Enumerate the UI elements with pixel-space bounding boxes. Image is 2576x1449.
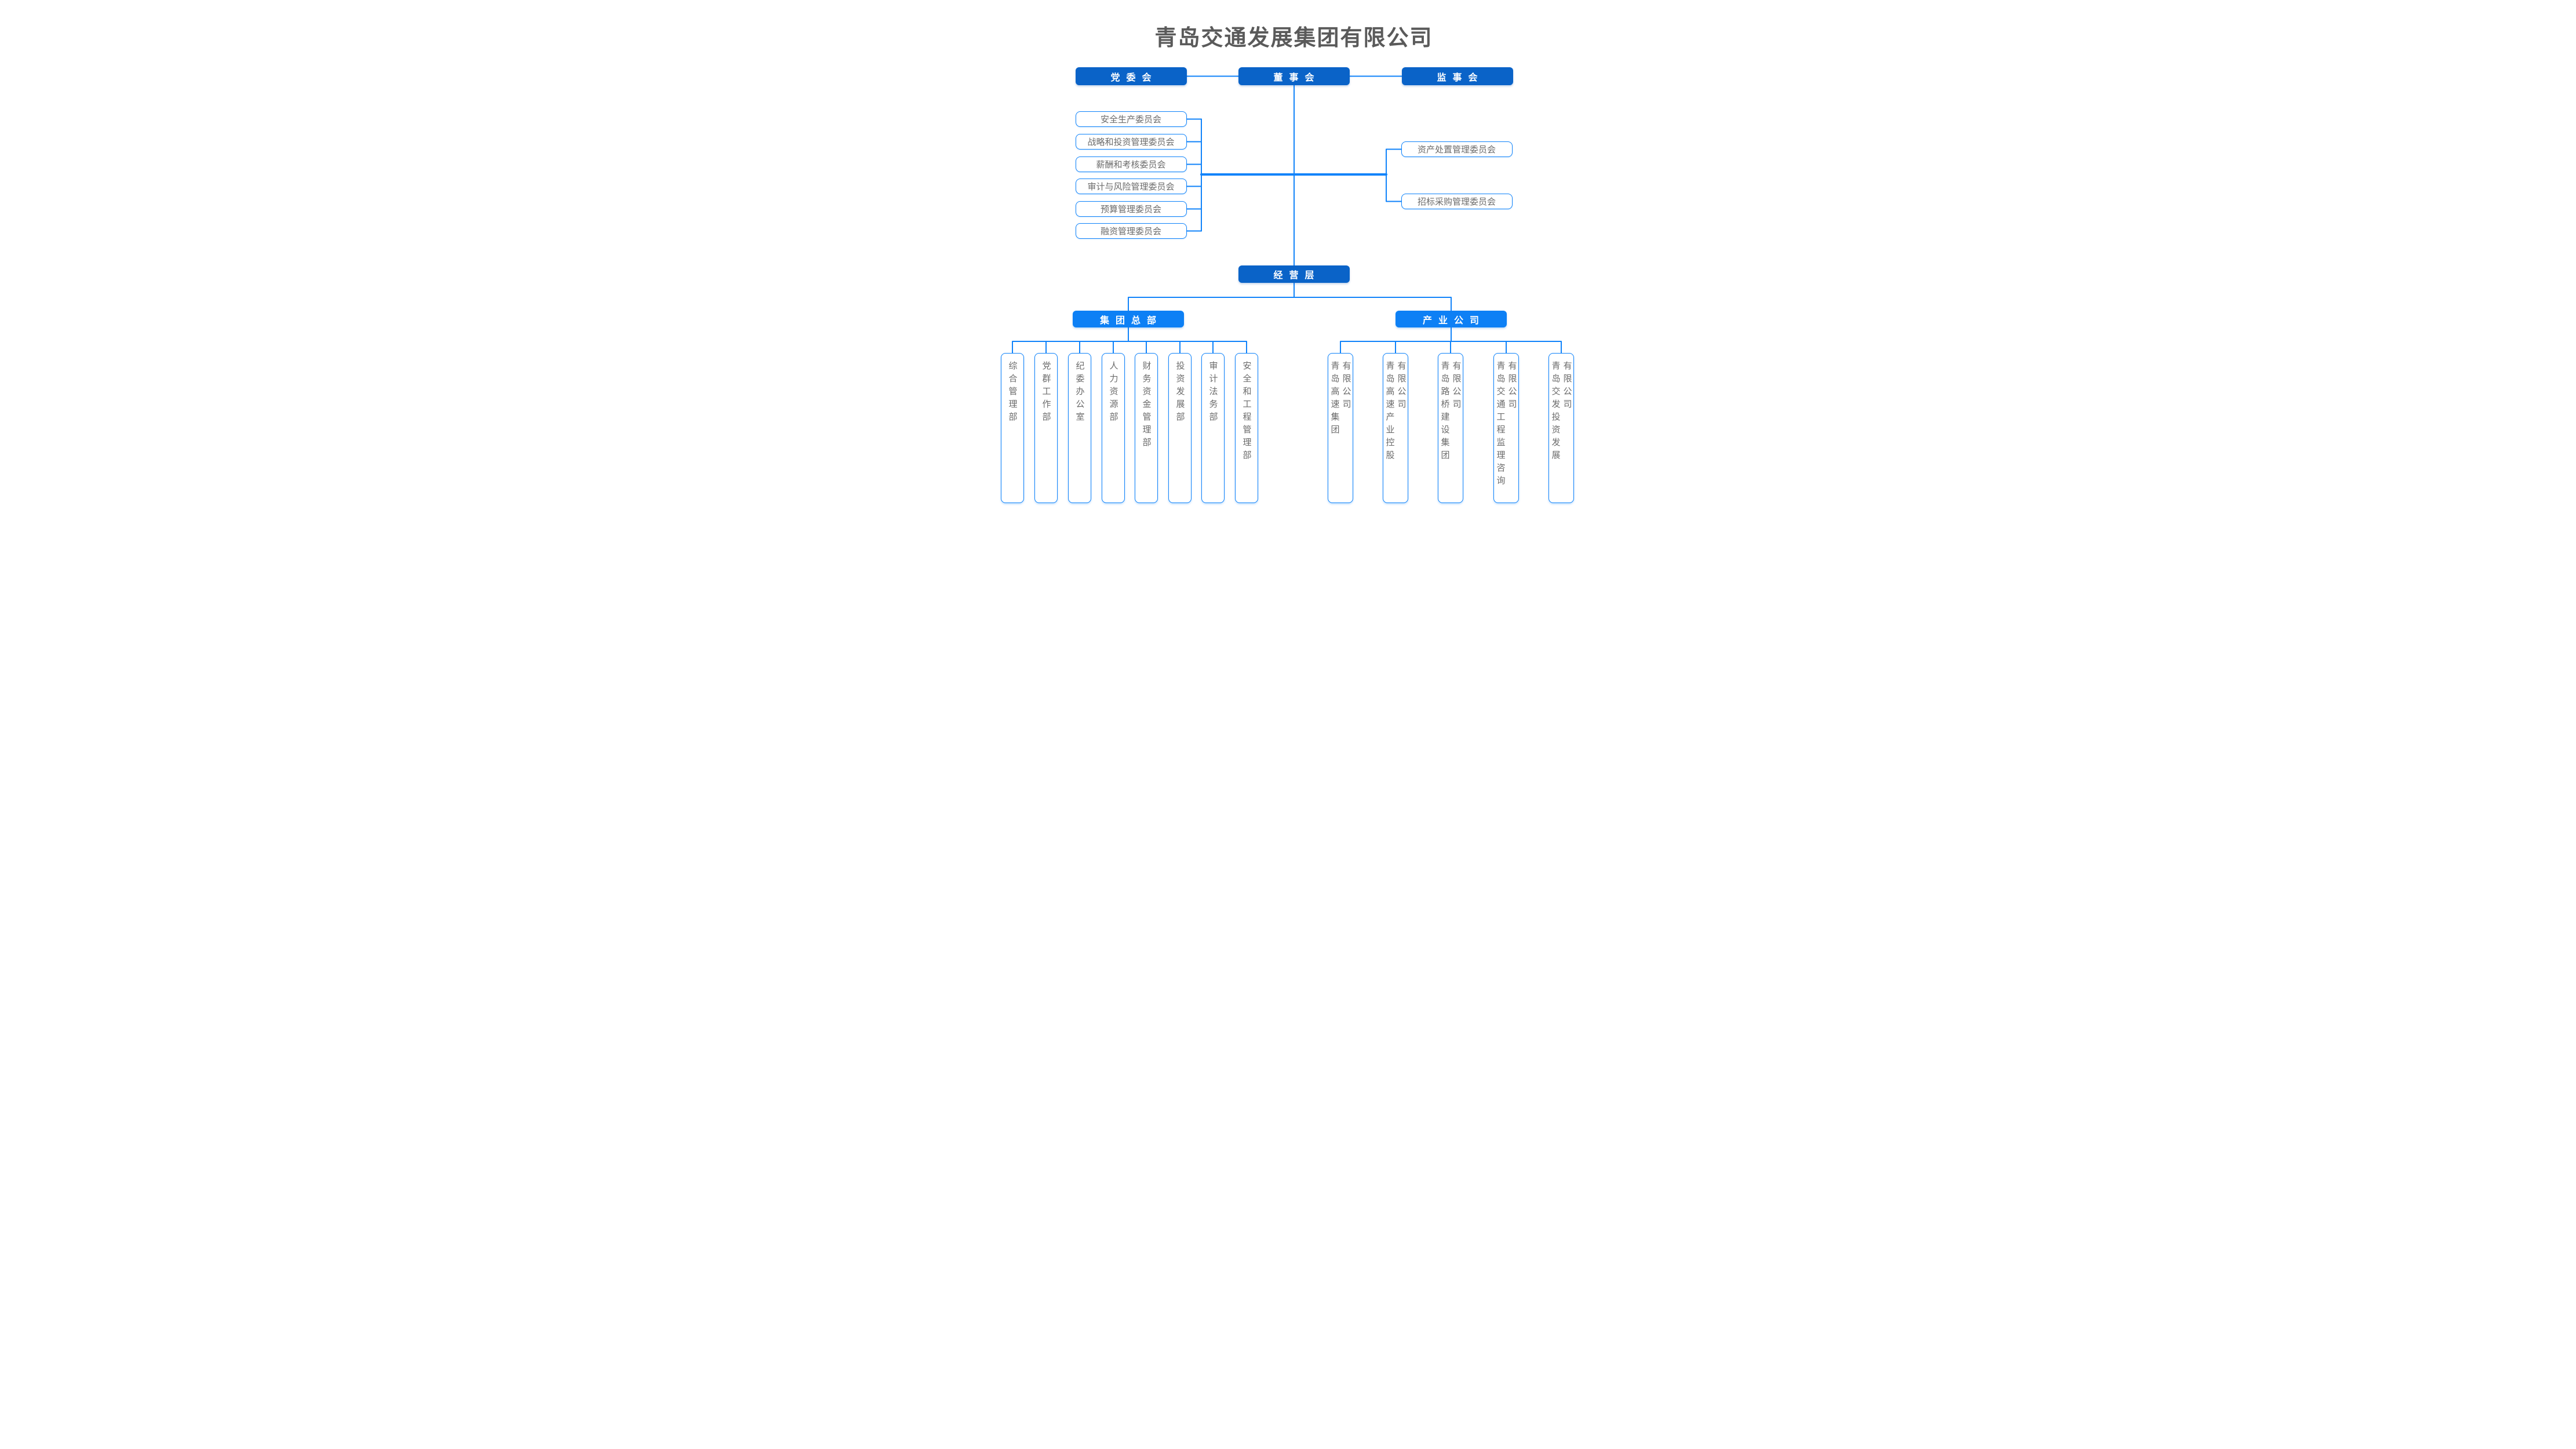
node-committee-compensation-appraisal: 薪酬和考核委员会 xyxy=(1075,156,1187,172)
node-company-expressway-industry-holding: 青岛高速产业控股 有限公司 xyxy=(1382,353,1408,503)
dept-label: 纪委办公室 xyxy=(1074,361,1085,425)
dept-label: 党群工作部 xyxy=(1041,361,1051,425)
node-company-expressway-group: 青岛高速集团 有限公司 xyxy=(1327,353,1353,503)
node-company-engineering-supervision-consulting: 青岛交通工程监理咨询 有限公司 xyxy=(1493,353,1519,503)
node-industry-companies: 产业公司 xyxy=(1395,311,1507,327)
node-dept-party-mass-work: 党群工作部 xyxy=(1034,353,1058,503)
node-dept-finance-funds: 财务资金管理部 xyxy=(1134,353,1158,503)
company-label: 青岛高速集团 有限公司 xyxy=(1329,361,1351,438)
dept-label: 投资发展部 xyxy=(1175,361,1185,425)
dept-label: 审计法务部 xyxy=(1208,361,1218,425)
node-committee-audit-risk: 审计与风险管理委员会 xyxy=(1075,179,1187,194)
node-dept-human-resources: 人力资源部 xyxy=(1101,353,1125,503)
dept-label: 综合管理部 xyxy=(1007,361,1018,425)
company-label: 青岛交发投资发展 有限公司 xyxy=(1550,361,1572,463)
node-group-headquarters: 集团总部 xyxy=(1072,311,1184,327)
company-label: 青岛路桥建设集团 有限公司 xyxy=(1440,361,1462,463)
company-label: 青岛交通工程监理咨询 有限公司 xyxy=(1495,361,1517,489)
node-dept-discipline-office: 纪委办公室 xyxy=(1067,353,1091,503)
node-committee-budget: 预算管理委员会 xyxy=(1075,201,1187,217)
company-label: 青岛高速产业控股 有限公司 xyxy=(1384,361,1407,463)
node-committee-strategy-investment: 战略和投资管理委员会 xyxy=(1075,134,1187,150)
node-committee-bidding-procurement: 招标采购管理委员会 xyxy=(1401,194,1513,209)
page-title: 青岛交通发展集团有限公司 xyxy=(1154,26,1433,50)
node-committee-safety-production: 安全生产委员会 xyxy=(1075,111,1187,127)
node-committee-financing: 融资管理委员会 xyxy=(1075,223,1187,239)
node-party-committee: 党委会 xyxy=(1075,67,1187,85)
node-committee-asset-disposal: 资产处置管理委员会 xyxy=(1401,141,1513,157)
org-chart: 青岛交通发展集团有限公司 xyxy=(824,0,1752,522)
node-board-of-directors: 董事会 xyxy=(1238,67,1350,85)
node-dept-investment-development: 投资发展部 xyxy=(1168,353,1192,503)
dept-label: 财务资金管理部 xyxy=(1141,361,1152,450)
node-management-layer: 经营层 xyxy=(1238,265,1350,283)
node-dept-general-management: 综合管理部 xyxy=(1000,353,1024,503)
node-supervisory-board: 监事会 xyxy=(1401,67,1513,85)
node-company-jiaofa-investment-development: 青岛交发投资发展 有限公司 xyxy=(1548,353,1574,503)
dept-label: 安全和工程管理部 xyxy=(1241,361,1252,463)
node-dept-audit-legal: 审计法务部 xyxy=(1201,353,1225,503)
node-dept-safety-engineering: 安全和工程管理部 xyxy=(1234,353,1258,503)
connector-lines xyxy=(1011,75,1562,354)
node-company-road-bridge-construction: 青岛路桥建设集团 有限公司 xyxy=(1437,353,1463,503)
dept-label: 人力资源部 xyxy=(1108,361,1118,425)
